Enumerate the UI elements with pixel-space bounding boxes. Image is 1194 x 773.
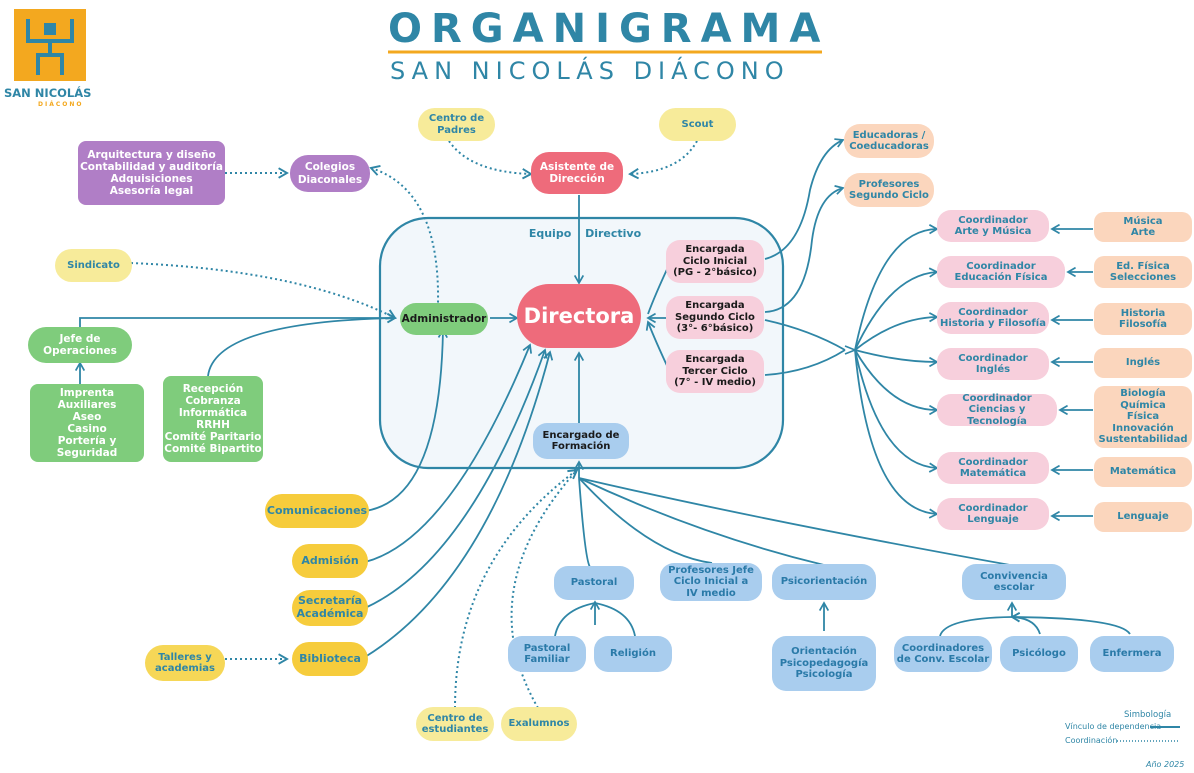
node-sindicato[interactable]: Sindicato xyxy=(55,249,132,282)
page-title: ORGANIGRAMA xyxy=(388,6,830,52)
node-coordinadores-conv[interactable]: Coordinadores de Conv. Escolar xyxy=(894,636,992,672)
node-coord-historia[interactable]: Coordinador Historia y Filosofía xyxy=(937,302,1049,334)
legend-title: Simbología xyxy=(1124,710,1172,720)
node-enfermera[interactable]: Enfermera xyxy=(1090,636,1174,672)
node-encargado-formacion[interactable]: Encargado de Formación xyxy=(533,423,629,459)
page-subtitle: SAN NICOLÁS DIÁCONO xyxy=(390,57,790,85)
node-biologia[interactable]: Biología Química Física Innovación Suste… xyxy=(1094,386,1192,448)
node-admision[interactable]: Admisión xyxy=(292,544,368,578)
node-asistente-direccion[interactable]: Asistente de Dirección xyxy=(531,152,623,194)
node-religion[interactable]: Religión xyxy=(594,636,672,672)
node-arquitectura[interactable]: Arquitectura y diseño Contabilidad y aud… xyxy=(78,141,225,205)
node-historia[interactable]: Historia Filosofía xyxy=(1094,303,1192,335)
node-colegios-diaconales[interactable]: Colegios Diaconales xyxy=(290,155,370,192)
node-coord-ed-fisica[interactable]: Coordinador Educación Física xyxy=(937,256,1065,288)
node-psicorientacion[interactable]: Psicorientación xyxy=(772,564,876,600)
node-recepcion[interactable]: Recepción Cobranza Informática RRHH Comi… xyxy=(163,376,263,462)
node-coord-lenguaje[interactable]: Coordinador Lenguaje xyxy=(937,498,1049,530)
node-encargada-ciclo-inicial[interactable]: Encargada Ciclo Inicial (PG - 2°básico) xyxy=(666,240,764,283)
node-coord-matematica[interactable]: Coordinador Matemática xyxy=(937,452,1049,484)
node-encargada-tercer-ciclo[interactable]: Encargada Tercer Ciclo (7° - IV medio) xyxy=(666,350,764,393)
node-convivencia-escolar[interactable]: Convivencia escolar xyxy=(962,564,1066,600)
node-coord-ciencias[interactable]: Coordinador Ciencias y Tecnología xyxy=(937,393,1057,427)
node-lenguaje[interactable]: Lenguaje xyxy=(1094,502,1192,532)
node-coord-arte[interactable]: Coordinador Arte y Música xyxy=(937,210,1049,242)
node-exalumnos[interactable]: Exalumnos xyxy=(501,707,577,741)
node-imprenta[interactable]: Imprenta Auxiliares Aseo Casino Portería… xyxy=(30,384,144,462)
node-musica-arte[interactable]: Música Arte xyxy=(1094,212,1192,242)
logo-text: SAN NICOLÁS xyxy=(4,86,92,100)
node-directora[interactable]: Directora xyxy=(517,284,641,348)
node-administrador[interactable]: Administrador xyxy=(400,303,488,335)
node-encargada-segundo-ciclo[interactable]: Encargada Segundo Ciclo (3°- 6°básico) xyxy=(666,296,764,339)
node-pastoral[interactable]: Pastoral xyxy=(554,566,634,600)
node-matematica[interactable]: Matemática xyxy=(1094,457,1192,487)
legend-dependencia: Vínculo de dependencia xyxy=(1065,722,1162,731)
node-scout[interactable]: Scout xyxy=(659,108,736,141)
node-profesores-segundo-ciclo[interactable]: Profesores Segundo Ciclo xyxy=(844,173,934,207)
node-centro-estudiantes[interactable]: Centro de estudiantes xyxy=(416,707,494,741)
legend-coordinacion: Coordinación xyxy=(1065,736,1118,745)
node-psicologo[interactable]: Psicólogo xyxy=(1000,636,1078,672)
node-talleres[interactable]: Talleres y academias xyxy=(145,645,225,681)
equipo-directivo-label: Equipo Directivo xyxy=(528,227,642,240)
node-orientacion[interactable]: Orientación Psicopedagogía Psicología xyxy=(772,636,876,691)
node-ingles[interactable]: Inglés xyxy=(1094,348,1192,378)
node-centro-padres[interactable]: Centro de Padres xyxy=(418,108,495,141)
node-profesores-jefe[interactable]: Profesores Jefe Ciclo Inicial a IV medio xyxy=(660,563,762,601)
node-educadoras[interactable]: Educadoras / Coeducadoras xyxy=(844,124,934,158)
footer-year: Año 2025 xyxy=(1146,760,1185,769)
logo-icon xyxy=(26,19,74,75)
node-ed-fisica[interactable]: Ed. Física Selecciones xyxy=(1094,256,1192,288)
node-biblioteca[interactable]: Biblioteca xyxy=(292,642,368,676)
node-pastoral-familiar[interactable]: Pastoral Familiar xyxy=(508,636,586,672)
node-jefe-operaciones[interactable]: Jefe de Operaciones xyxy=(28,327,132,363)
logo-subtext: DIÁCONO xyxy=(38,101,84,108)
node-comunicaciones[interactable]: Comunicaciones xyxy=(265,494,369,528)
node-secretaria-academica[interactable]: Secretaría Académica xyxy=(292,590,368,626)
node-coord-ingles[interactable]: Coordinador Inglés xyxy=(937,348,1049,380)
